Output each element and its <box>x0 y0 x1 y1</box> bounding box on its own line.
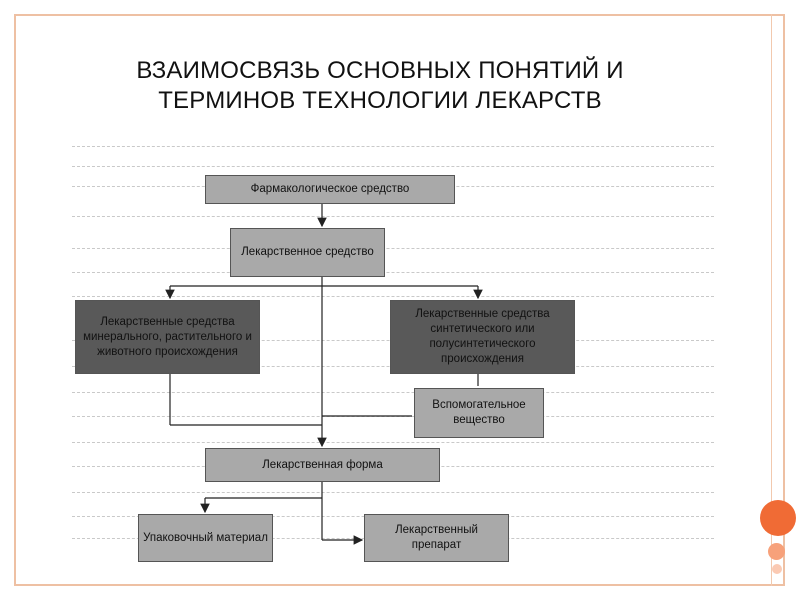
preparation-label: Лекарственный препарат <box>395 524 478 551</box>
box-excipient: Вспомогательное вещество <box>414 388 544 438</box>
decorative-dot-medium <box>768 543 785 560</box>
box-packaging-material: Упаковочный материал <box>138 514 273 562</box>
packaging-label: Упаковочный материал <box>143 531 268 544</box>
box-pharmacological-agent: Фармакологическое средство <box>205 175 455 204</box>
decorative-dot-small <box>772 564 782 574</box>
title-line-1: ВЗАИМОСВЯЗЬ ОСНОВНЫХ ПОНЯТИЙ И <box>136 57 624 84</box>
box-medicinal-agent: Лекарственное средство <box>230 228 385 277</box>
excipient-label: Вспомогательное вещество <box>432 399 526 426</box>
dosage-form-label: Лекарственная форма <box>262 458 383 471</box>
box-natural-origin: Лекарственные средства минерального, рас… <box>75 300 260 374</box>
title-line-2: ТЕРМИНОВ ТЕХНОЛОГИИ ЛЕКАРСТВ <box>158 87 602 114</box>
box-dosage-form: Лекарственная форма <box>205 448 440 482</box>
frame-divider <box>771 14 772 586</box>
slide-title: ВЗАИМОСВЯЗЬ ОСНОВНЫХ ПОНЯТИЙ И ТЕРМИНОВ … <box>60 56 700 116</box>
slide-frame <box>14 14 785 586</box>
box-synthetic-origin: Лекарственные средства синтетического ил… <box>390 300 575 374</box>
decorative-dot-large <box>760 500 796 536</box>
pharm-agent-label: Фармакологическое средство <box>250 183 410 195</box>
medicine-label: Лекарственное средство <box>241 246 374 258</box>
box-medicinal-preparation: Лекарственный препарат <box>364 514 509 562</box>
synthetic-label: Лекарственные средства синтетического ил… <box>415 308 550 365</box>
natural-label: Лекарственные средства минерального, рас… <box>83 315 252 358</box>
